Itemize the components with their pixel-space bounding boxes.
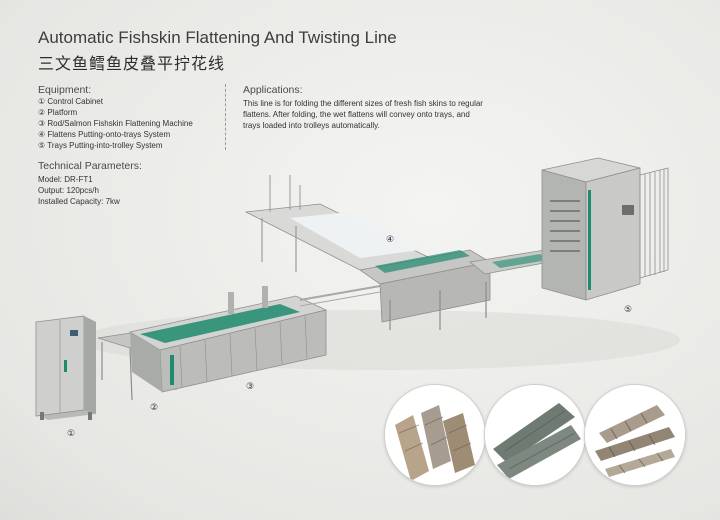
applications-heading: Applications: bbox=[243, 84, 303, 96]
fishskin-strips-icon bbox=[385, 385, 485, 485]
fishskin-rolls-icon bbox=[485, 385, 585, 485]
page-subtitle-cn: 三文鱼鳕鱼皮叠平拧花线 bbox=[38, 56, 226, 73]
technical-line: Installed Capacity: 7kw bbox=[38, 197, 120, 206]
trolley-system bbox=[541, 157, 669, 301]
equipment-item: ② Platform bbox=[38, 108, 78, 117]
twisted-fishskin-photo bbox=[584, 384, 686, 486]
equipment-item: ③ Rod/Salmon Fishskin Flattening Machine bbox=[38, 119, 193, 128]
marker-5: ⑤ bbox=[624, 304, 633, 314]
page-title: Automatic Fishskin Flattening And Twisti… bbox=[38, 28, 397, 47]
marker-1: ① bbox=[67, 428, 76, 438]
tray-putting-system bbox=[244, 175, 492, 330]
equipment-item: ① Control Cabinet bbox=[38, 97, 103, 106]
control-cabinet bbox=[35, 315, 96, 420]
flattened-fishskin-photo bbox=[384, 384, 486, 486]
flattening-machine bbox=[128, 286, 328, 393]
marker-3: ③ bbox=[246, 381, 255, 391]
technical-line: Model: DR-FT1 bbox=[38, 175, 93, 184]
technical-line: Output: 120pcs/h bbox=[38, 186, 99, 195]
technical-list: Model: DR-FT1 Output: 120pcs/h Installed… bbox=[38, 174, 120, 207]
equipment-item: ⑤ Trays Putting-into-trolley System bbox=[38, 141, 163, 150]
marker-4: ④ bbox=[386, 234, 395, 244]
technical-heading: Technical Parameters: bbox=[38, 160, 142, 172]
fishskin-twists-icon bbox=[585, 385, 685, 485]
applications-text: This line is for folding the different s… bbox=[243, 99, 483, 130]
marker-2: ② bbox=[150, 402, 159, 412]
equipment-heading: Equipment: bbox=[38, 84, 92, 96]
equipment-item: ④ Flattens Putting-onto-trays System bbox=[38, 130, 171, 139]
folded-fishskin-photo bbox=[484, 384, 586, 486]
divider bbox=[225, 84, 226, 150]
equipment-list: ① Control Cabinet ② Platform ③ Rod/Salmo… bbox=[38, 96, 193, 151]
